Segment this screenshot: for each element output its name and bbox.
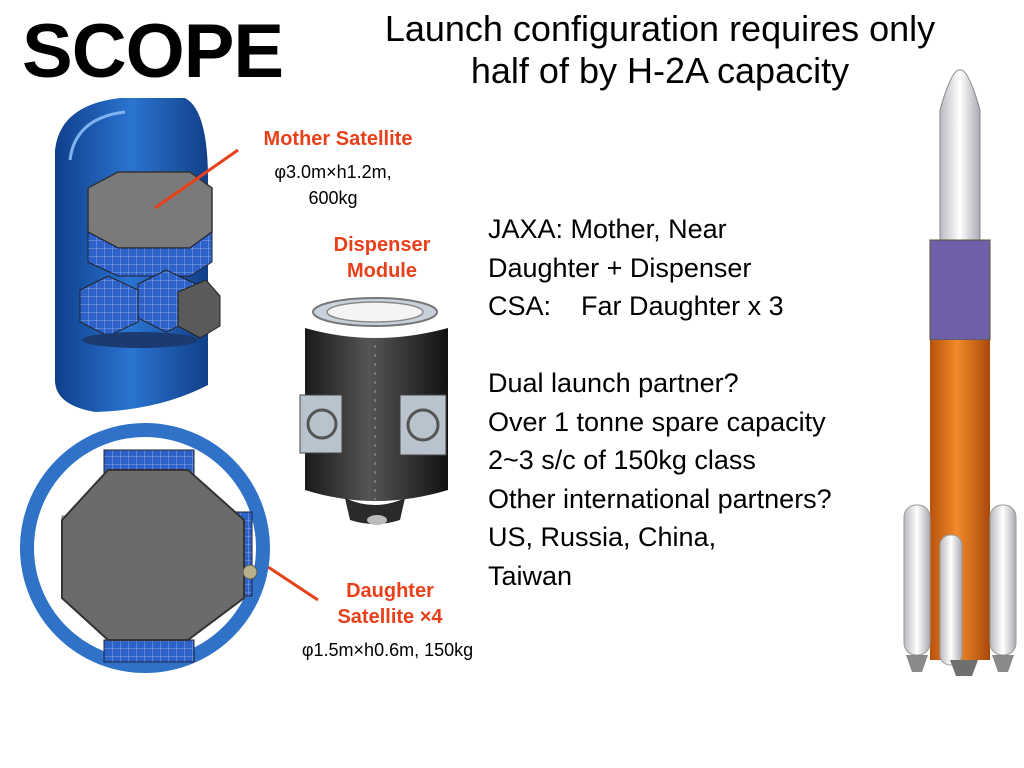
daughter-satellite-label: Daughter Satellite ×4	[310, 578, 470, 630]
body-line: CSA: Far Daughter x 3	[488, 291, 784, 321]
mother-satellite-spec-1: φ3.0m×h1.2m,	[274, 162, 392, 182]
body-line	[488, 326, 832, 365]
daughter-satellite-top-view	[20, 423, 270, 673]
dispenser-label-line-2: Module	[347, 260, 417, 282]
mother-satellite-label: Mother Satellite	[263, 128, 413, 150]
pointer-arrows	[154, 148, 319, 602]
slide-title: SCOPE	[22, 9, 284, 94]
body-line: Daughter + Dispenser	[488, 252, 752, 283]
headline-line-1: Launch configuration requires only	[384, 8, 936, 49]
body-line: Taiwan	[488, 560, 573, 591]
mother-satellite-illustration	[55, 98, 221, 412]
headline: Launch configuration requires only half …	[340, 8, 980, 93]
dispenser-label-line-1: Dispenser	[333, 234, 431, 256]
body-line: 2~3 s/c of 150kg class	[488, 445, 756, 475]
body-line: Other international partners?	[488, 483, 832, 514]
dispenser-module-illustration	[299, 297, 448, 525]
body-line: Dual launch partner?	[488, 368, 739, 398]
body-text-block: JAXA: Mother, Near Daughter + Dispenser …	[488, 210, 832, 595]
daughter-label-line-2: Satellite ×4	[337, 606, 443, 628]
headline-line-2: half of by H-2A capacity	[470, 50, 850, 92]
body-line: US, Russia, China,	[488, 522, 717, 552]
dispenser-module-label: Dispenser Module	[312, 232, 452, 284]
body-line: JAXA: Mother, Near	[488, 214, 727, 244]
daughter-label-line-1: Daughter	[346, 580, 434, 602]
h2a-rocket-illustration	[903, 69, 1017, 676]
daughter-satellite-spec: φ1.5m×h0.6m, 150kg	[301, 640, 474, 660]
body-line: Over 1 tonne spare capacity	[488, 406, 826, 437]
mother-satellite-spec-2: 600kg	[308, 188, 358, 208]
